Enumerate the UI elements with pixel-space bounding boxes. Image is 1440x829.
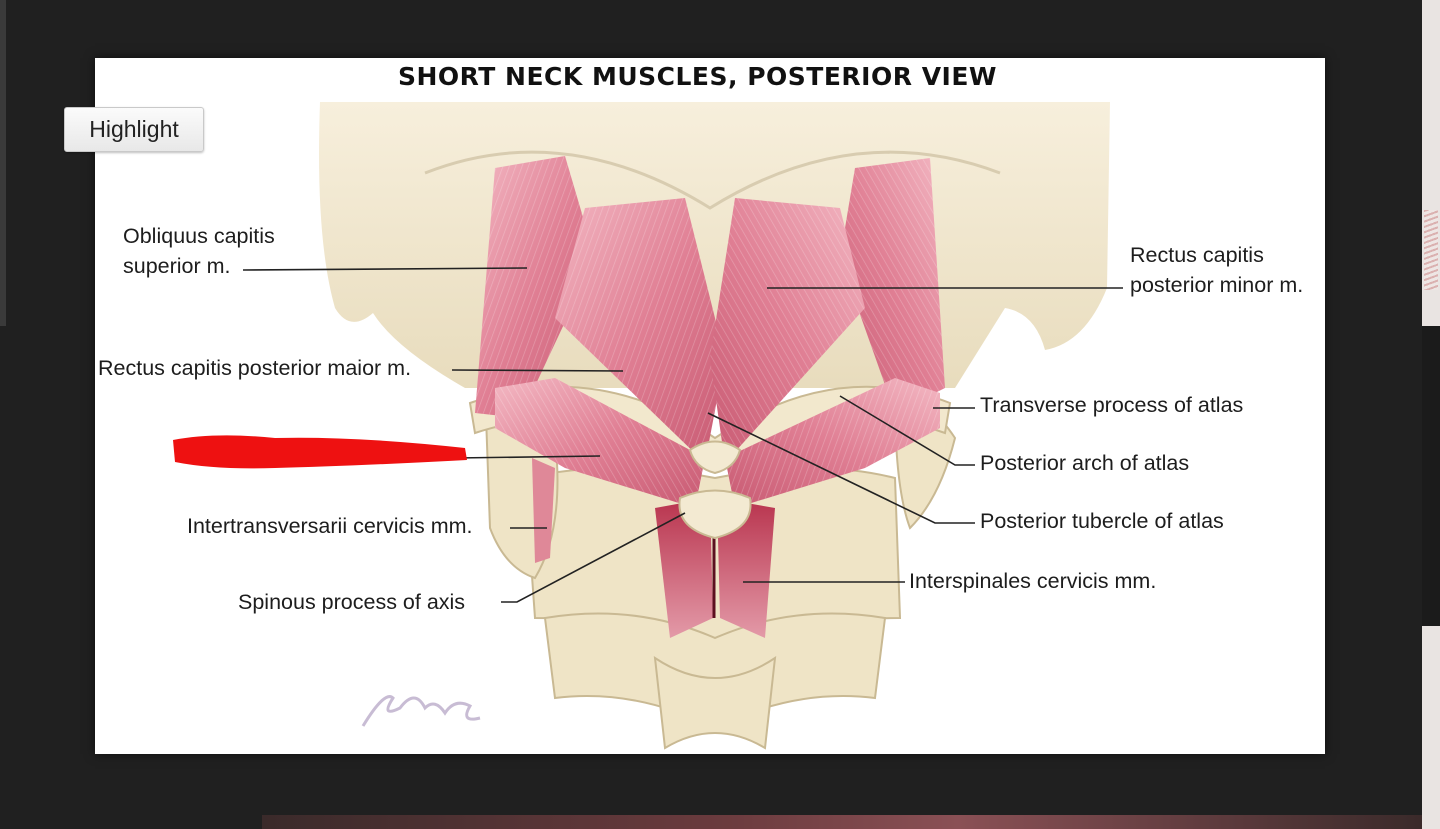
posterior-tubercle (688, 440, 742, 475)
leader-posterior-arch (839, 395, 975, 466)
label-obliquus-capitis-superior: Obliquus capitis superior m. (123, 221, 275, 281)
background-gap (1422, 326, 1440, 626)
leader-posterior-tubercle (707, 412, 975, 524)
occipital-crest (424, 150, 1001, 210)
obliquus-capitis-superior-right (840, 158, 945, 413)
obliquus-capitis-inferior-right (725, 378, 940, 508)
leader-redacted (454, 455, 601, 459)
leader-rectus-major (451, 369, 624, 372)
label-line: superior m. (123, 254, 231, 278)
image-lightbox: SHORT NECK MUSCLES, POSTERIOR VIEW Obliq… (95, 58, 1325, 754)
label-rectus-capitis-posterior-major: Rectus capitis posterior maior m. (98, 356, 412, 380)
leader-obliquus-superior (242, 267, 528, 271)
intertransversarii (532, 458, 555, 563)
label-line: Rectus capitis (1130, 243, 1264, 267)
axis-spinous-process (678, 489, 752, 540)
artist-signature (361, 695, 481, 727)
label-rectus-capitis-posterior-minor: Rectus capitis posterior minor m. (1130, 240, 1303, 300)
rectus-capitis-posterior-major-left (555, 198, 725, 463)
redaction-mark (173, 435, 467, 469)
rectus-capitis-posterior-major-right (710, 198, 865, 463)
leader-spinous-process (501, 512, 686, 603)
highlight-button[interactable]: Highlight (64, 107, 204, 152)
background-image-bottom (262, 815, 1422, 829)
label-line: Obliquus capitis (123, 224, 275, 248)
background-window-right (1422, 0, 1440, 829)
background-window-edge (0, 0, 6, 326)
label-posterior-tubercle: Posterior tubercle of atlas (980, 509, 1224, 533)
obliquus-capitis-inferior-left (495, 378, 705, 508)
background-image-fragment (1424, 210, 1438, 290)
label-intertransversarii: Intertransversarii cervicis mm. (187, 514, 473, 538)
label-spinous-process-axis: Spinous process of axis (238, 590, 466, 614)
label-interspinales: Interspinales cervicis mm. (909, 569, 1157, 593)
label-line: posterior minor m. (1130, 273, 1304, 297)
neck-muscles-illustration (173, 102, 1123, 750)
obliquus-capitis-superior-left (475, 156, 595, 418)
figure-title: SHORT NECK MUSCLES, POSTERIOR VIEW (397, 62, 997, 91)
label-posterior-arch: Posterior arch of atlas (980, 451, 1190, 475)
label-transverse-process: Transverse process of atlas (980, 393, 1244, 417)
